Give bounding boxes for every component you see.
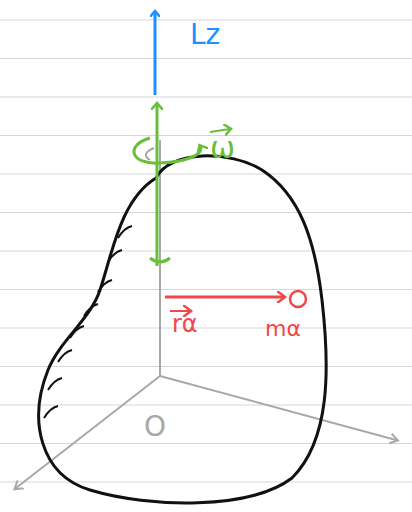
hatch-stroke: [118, 226, 132, 238]
angular-velocity-label: ω: [210, 130, 235, 165]
ruled-line: [0, 289, 412, 290]
ruled-line: [0, 251, 412, 252]
ruled-line: [0, 482, 412, 483]
hatch-stroke: [70, 326, 84, 338]
rigid-body-outline: [39, 156, 326, 503]
ruled-line: [0, 405, 412, 406]
ruled-line: [0, 97, 412, 98]
point-mass: [290, 291, 306, 307]
position-vector-label: rα: [172, 310, 198, 338]
hatch-stroke: [108, 250, 122, 262]
ruled-line: [0, 443, 412, 444]
hatch-stroke: [98, 280, 112, 292]
mass-label: mα: [265, 316, 301, 341]
ruled-line: [0, 58, 412, 59]
hatch-stroke: [84, 304, 98, 316]
ruled-line: [0, 135, 412, 136]
hatch-stroke: [58, 350, 72, 362]
ruled-line: [0, 174, 412, 175]
angular-momentum-label: Lz: [190, 18, 220, 51]
ruled-line: [0, 328, 412, 329]
position-vector: [165, 296, 284, 299]
coordinate-axes: [16, 140, 396, 488]
ruled-line: [0, 366, 412, 367]
origin-label: O: [144, 410, 166, 443]
notebook-lines: [0, 20, 412, 482]
hatch-stroke: [44, 406, 58, 418]
angular-velocity-vector: [134, 104, 230, 266]
surface-hatching: [44, 226, 132, 418]
angular-momentum-arrow: [154, 12, 157, 95]
hatch-stroke: [48, 378, 62, 390]
ruled-line: [0, 212, 412, 213]
